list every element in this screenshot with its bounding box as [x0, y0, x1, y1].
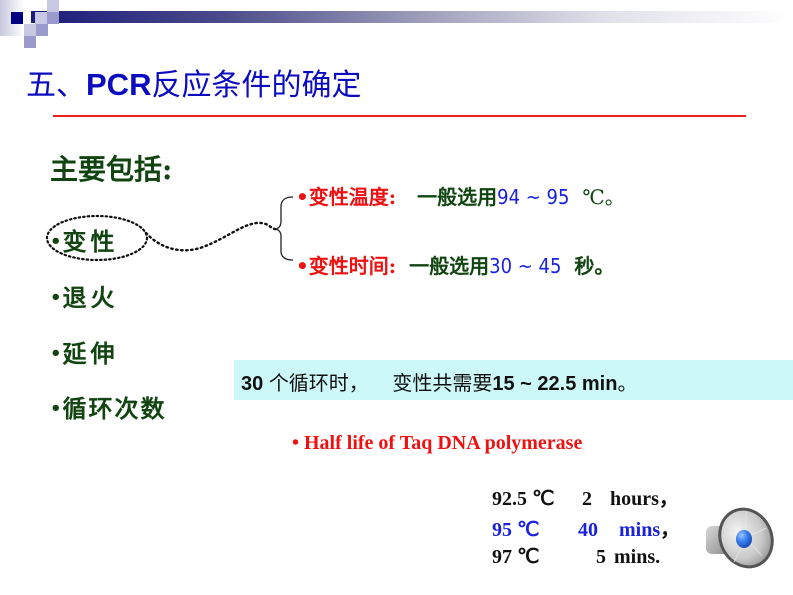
temp-text: 一般选用 [417, 185, 498, 209]
temp-label: 变性温度: [308, 185, 397, 209]
speaker-icon[interactable] [702, 500, 778, 572]
bullet: • [50, 231, 62, 252]
row-unit: hours [610, 488, 659, 510]
row-time: 5 [596, 546, 606, 568]
section-heading: 主要包括: [50, 153, 173, 186]
list-item-denaturation: •变性 [50, 222, 119, 257]
item-label: 退火 [62, 283, 119, 312]
half-life-row: 92.5 ℃ 2 hours， [492, 482, 679, 511]
half-life-row: 97 ℃ 5 mins. [492, 544, 660, 569]
row-end: ， [658, 488, 679, 510]
row-temp: 97 ℃ [492, 546, 540, 568]
curly-brace [273, 196, 294, 261]
dotted-ellipse [45, 214, 149, 262]
title-prefix: 五、 [26, 68, 86, 103]
list-item-annealing: •退火 [50, 278, 119, 313]
time-label: 变性时间: [308, 254, 397, 278]
cycle-count: 30 [241, 373, 264, 395]
half-life-title: • Half life of Taq DNA polymerase [292, 432, 583, 454]
item-label: 延伸 [62, 339, 119, 368]
bullet: • [50, 398, 62, 419]
denaturation-time-line: •变性时间: 一般选用30 ~ 45 秒。 [296, 250, 614, 279]
slide-title: 五、PCR反应条件的确定 [26, 60, 361, 104]
header-gradient-bar [31, 11, 793, 23]
list-item-cycle-count: •循环次数 [50, 389, 167, 424]
list-item-extension: •延伸 [50, 334, 119, 369]
highlight-box [234, 360, 793, 400]
row-time: 40 [578, 519, 598, 541]
highlight-box-text: 30 个循环时， 变性共需要15 ~ 22.5 min。 [241, 367, 637, 396]
box-range: 15 ~ 22.5 min [492, 373, 618, 395]
time-text: 一般选用 [409, 254, 490, 278]
row-unit: mins. [614, 546, 661, 568]
dotted-curve [144, 221, 280, 252]
corner-squares-decoration [0, 0, 80, 50]
row-temp: 95 ℃ [492, 519, 540, 541]
title-pcr: PCR [86, 67, 152, 102]
box-text-1: 个循环时， [268, 371, 369, 395]
item-label: 循环次数 [62, 394, 167, 423]
time-unit: 秒。 [574, 254, 615, 278]
box-text-2: 变性共需要 [392, 371, 493, 395]
bullet: • [50, 287, 62, 308]
box-end: 。 [617, 371, 638, 395]
title-underline [53, 115, 746, 117]
time-range: 30 ~ 45 [489, 254, 562, 278]
half-life-row: 95 ℃ 40 mins， [492, 513, 680, 542]
bullet: • [296, 254, 309, 278]
temp-unit: ℃。 [582, 185, 625, 209]
bullet: • [296, 185, 309, 209]
title-suffix: 反应条件的确定 [151, 68, 362, 103]
row-unit: mins [619, 519, 661, 541]
bullet: • [50, 343, 62, 364]
denaturation-temp-line: •变性温度: 一般选用94 ~ 95 ℃。 [296, 181, 625, 210]
row-end: ， [660, 519, 681, 541]
temp-range: 94 ~ 95 [497, 185, 570, 209]
item-label: 变性 [62, 227, 119, 256]
row-temp: 92.5 ℃ [492, 488, 555, 510]
row-time: 2 [582, 488, 592, 510]
